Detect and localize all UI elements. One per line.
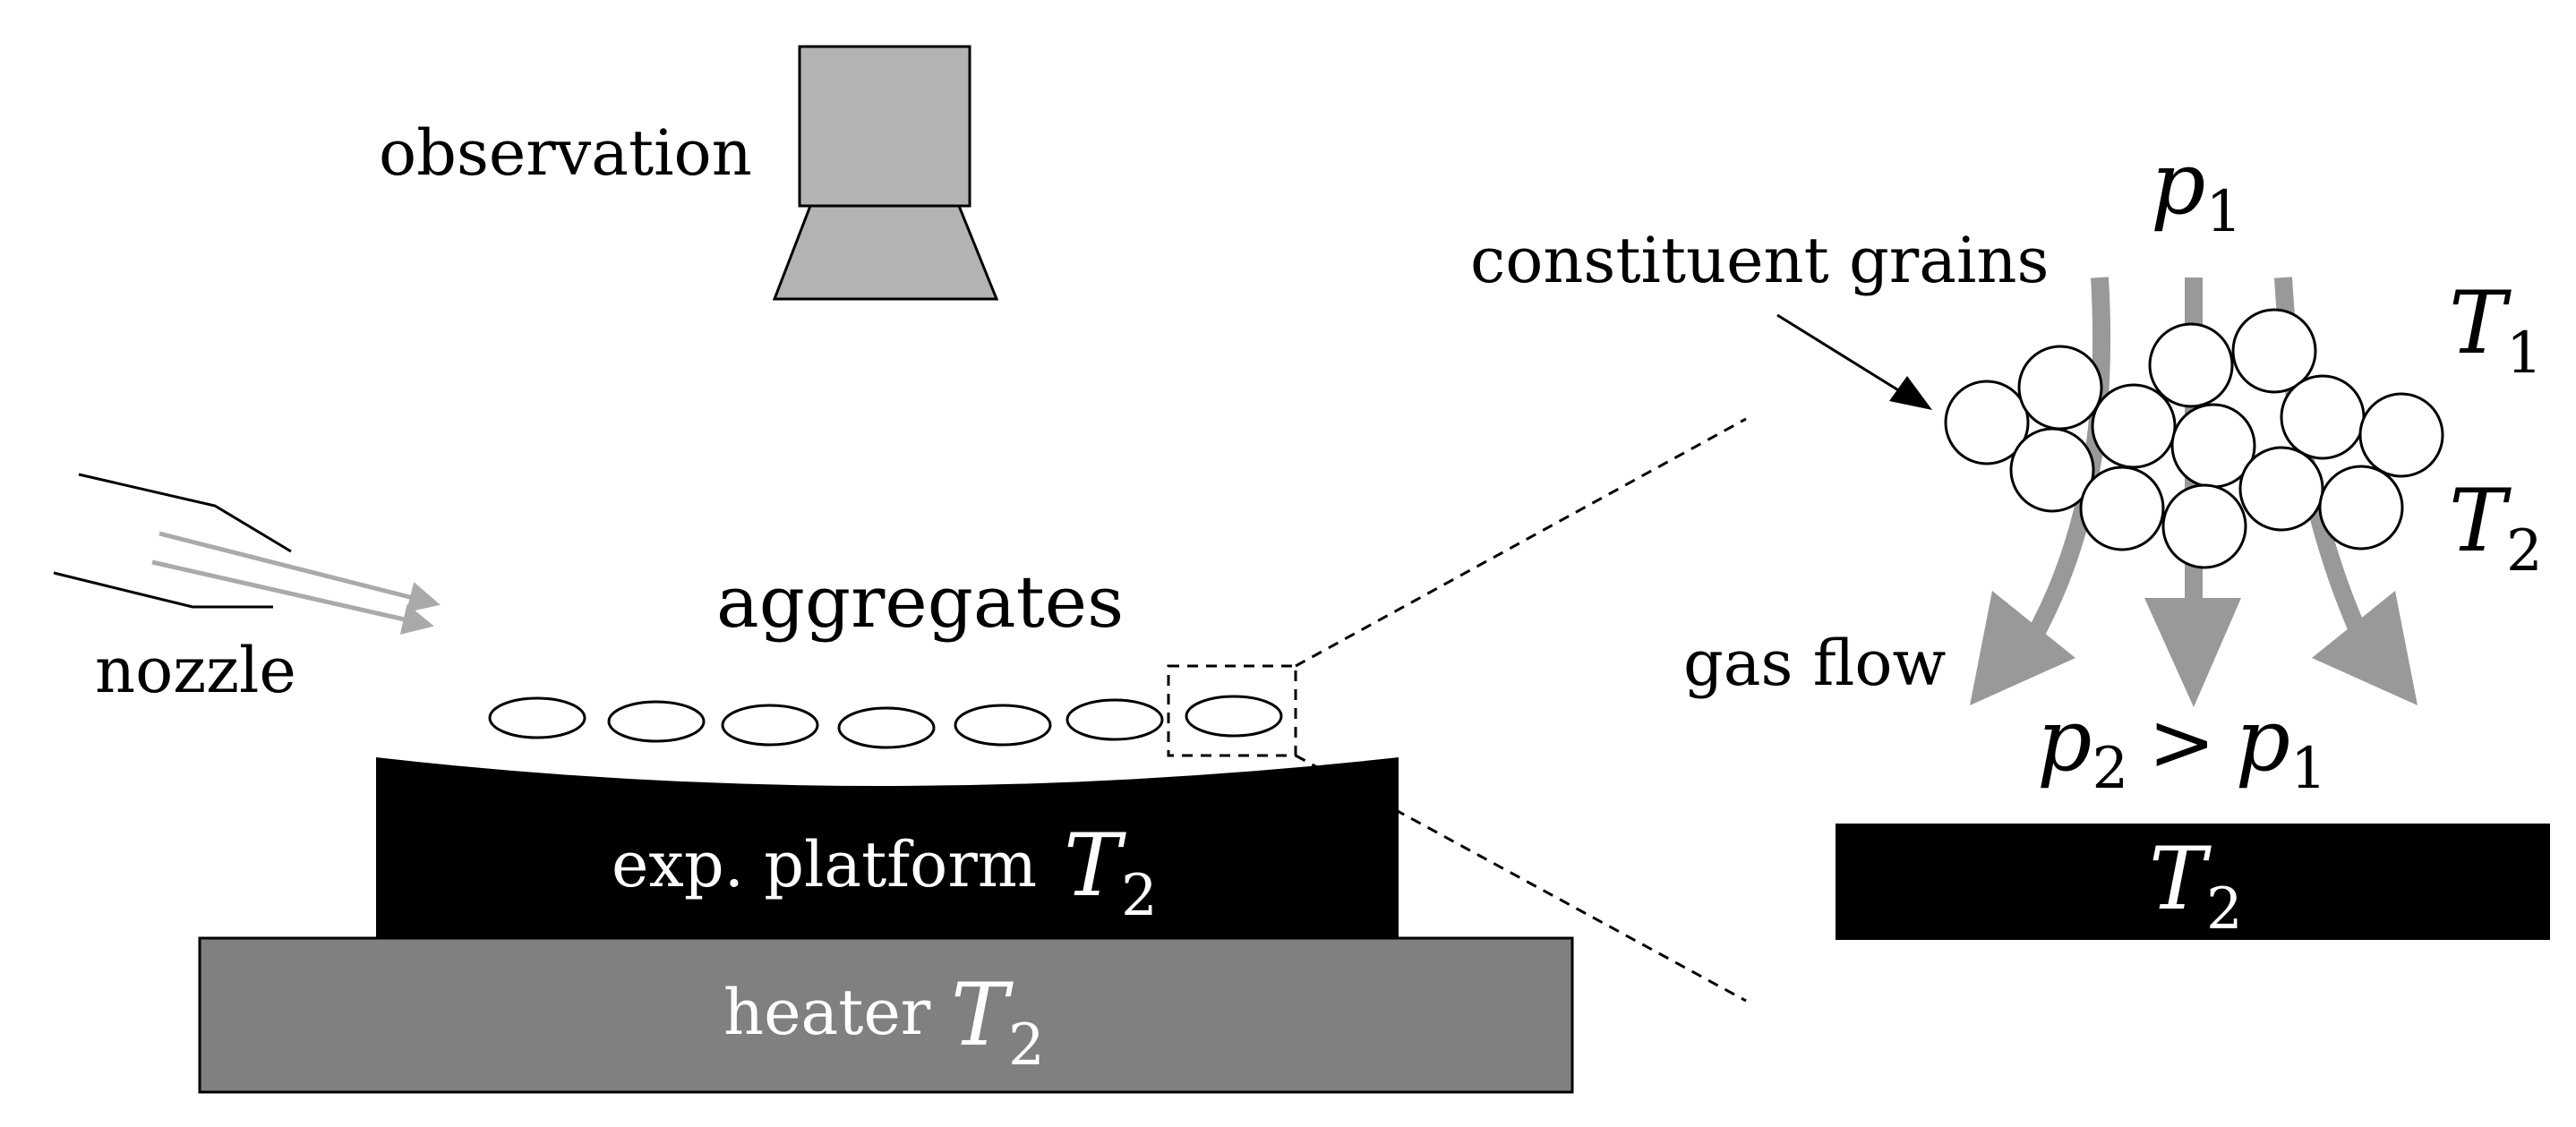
grain <box>2148 322 2234 408</box>
zoomed-platform-T2: T2 <box>2149 829 2243 943</box>
constituent-grains <box>1944 308 2444 569</box>
gas-flow-label: gas flow <box>1683 627 1946 700</box>
grain <box>2009 427 2095 513</box>
aggregate <box>1065 698 1164 741</box>
grain <box>2161 483 2247 569</box>
aggregate <box>488 696 586 739</box>
zoom-box <box>1167 664 1297 757</box>
grain <box>2318 465 2404 551</box>
aggregate <box>954 704 1052 747</box>
experimental-platform <box>376 757 1399 940</box>
aggregates-label: aggregates <box>716 560 1124 644</box>
grain <box>2280 374 2366 460</box>
T1-label: T1 <box>2449 273 2543 387</box>
camera-icon <box>772 45 999 301</box>
p1-label: p1 <box>2151 133 2242 245</box>
grain <box>2231 308 2317 394</box>
pressure-relation-label: p2>p1 <box>2037 690 2327 802</box>
aggregate <box>837 706 936 749</box>
platform-label: exp. platform <box>612 828 1037 901</box>
observation-label: observation <box>379 116 752 190</box>
grain <box>2091 383 2177 469</box>
aggregate <box>1185 695 1283 738</box>
heater <box>198 936 1574 1094</box>
grain <box>2238 446 2324 532</box>
grain <box>2358 392 2444 478</box>
heater-T2: T2 <box>951 965 1045 1079</box>
aggregate <box>721 704 819 747</box>
aggregate <box>607 700 706 743</box>
gas-flow-arrowheads <box>1970 591 2418 707</box>
zoom-line-top <box>1295 417 1747 668</box>
grain <box>2017 345 2103 431</box>
constituent-grains-label: constituent grains <box>1470 224 2049 297</box>
grains-pointer-arrow <box>1776 313 1932 410</box>
zoomed-platform <box>1836 824 2550 940</box>
aggregates-group <box>488 695 1283 749</box>
grain <box>1944 380 2030 465</box>
heater-label: heater <box>723 976 931 1049</box>
T2-right-label: T2 <box>2449 471 2543 585</box>
nozzle-icon <box>53 473 441 635</box>
nozzle-label: nozzle <box>95 634 296 707</box>
platform-T2: T2 <box>1064 815 1158 929</box>
grain <box>2079 465 2165 551</box>
